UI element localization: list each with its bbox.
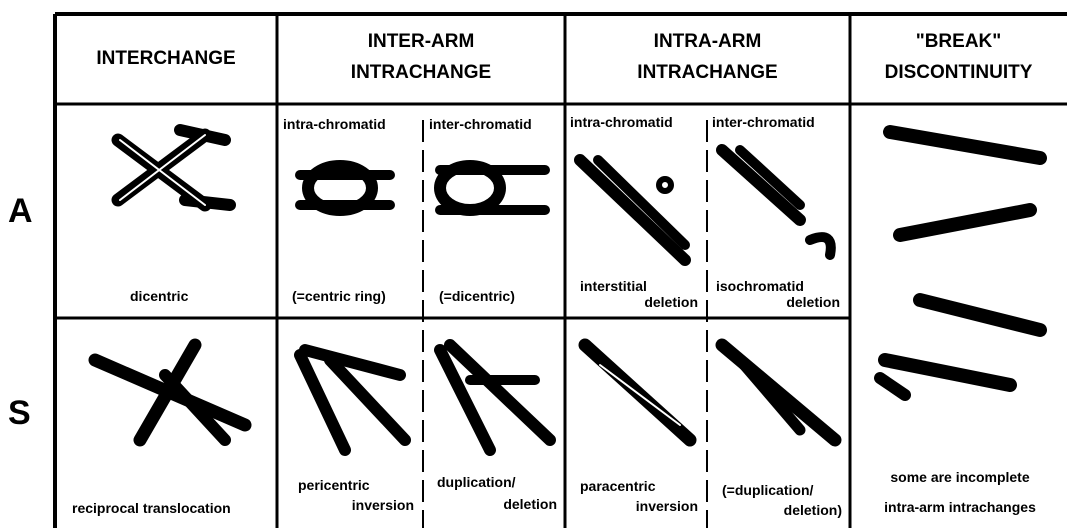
caption-isochromatid-deletion: isochromatid deletion xyxy=(716,278,840,310)
chromosome-reciprocal-translocation-drawing xyxy=(95,345,245,440)
caption-break-incomplete: some are incomplete intra-arm intrachang… xyxy=(864,462,1056,522)
caption-reciprocal-translocation: reciprocal translocation xyxy=(72,500,231,516)
chromosome-intra-arm-duplication-drawing xyxy=(722,345,835,440)
chromosome-pericentric-inversion-drawing xyxy=(300,350,405,450)
chromosome-centric-ring-drawing xyxy=(300,166,390,210)
header-inter-arm-intrachange: INTER-ARM INTRACHANGE xyxy=(279,26,563,88)
subheader-inter-arm-intra-chromatid: intra-chromatid xyxy=(283,116,386,132)
chromosome-duplication-deletion-drawing xyxy=(440,345,550,450)
chromosome-inter-chromatid-ring-drawing xyxy=(440,166,545,210)
caption-interstitial-deletion: interstitial deletion xyxy=(580,278,698,310)
chromosome-dicentric-drawing xyxy=(118,130,230,205)
chromosome-isochromatid-deletion-drawing xyxy=(722,150,831,255)
chromosome-paracentric-inversion-drawing xyxy=(585,345,690,440)
caption-duplication-deletion: duplication/ deletion xyxy=(437,474,557,512)
subheader-intra-arm-inter-chromatid: inter-chromatid xyxy=(712,114,815,130)
caption-inter-dicentric: (=dicentric) xyxy=(439,288,515,304)
caption-pericentric-inversion: pericentric inversion xyxy=(298,477,414,513)
caption-intra-duplication-deletion: (=duplication/ deletion) xyxy=(722,482,842,518)
caption-dicentric: dicentric xyxy=(130,288,188,304)
chromosome-break-drawings xyxy=(880,132,1040,395)
chromosome-interstitial-deletion-drawing xyxy=(580,160,685,260)
subheader-intra-arm-intra-chromatid: intra-chromatid xyxy=(570,114,673,130)
header-interchange: INTERCHANGE xyxy=(57,43,275,74)
subheader-inter-arm-inter-chromatid: inter-chromatid xyxy=(429,116,532,132)
header-break-discontinuity: "BREAK" DISCONTINUITY xyxy=(852,26,1065,88)
caption-centric-ring: (=centric ring) xyxy=(292,288,386,304)
header-intra-arm-intrachange: INTRA-ARM INTRACHANGE xyxy=(567,26,848,88)
caption-paracentric-inversion: paracentric inversion xyxy=(580,478,698,514)
